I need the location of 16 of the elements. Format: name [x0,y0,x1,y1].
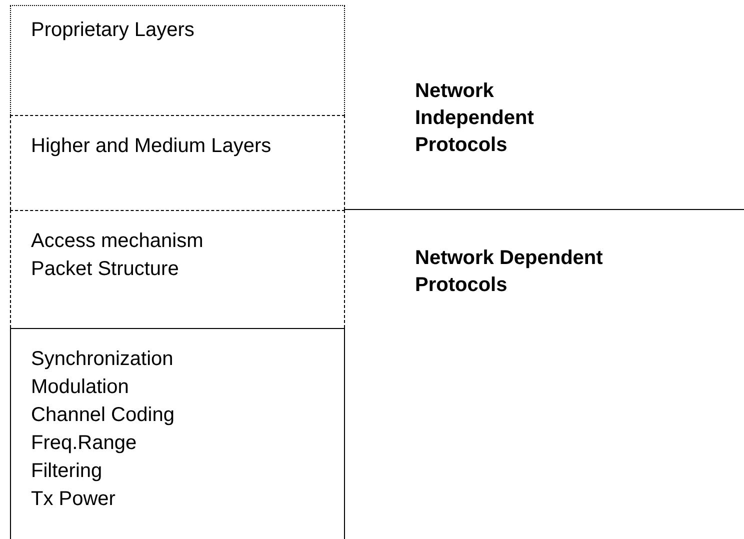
layer-box [10,5,345,115]
layer-text: Filtering [31,459,104,484]
layer-box [10,328,345,539]
group-label: Network Independent Protocols [415,79,535,158]
layer-text: Packet Structure [31,257,180,282]
layer-text: Proprietary Layers [31,18,196,43]
layer-text: Tx Power [31,487,116,512]
layer-text: Modulation [31,375,130,400]
group-label: Network Dependent Protocols [415,246,604,298]
layer-text: Synchronization [31,347,174,372]
layer-box [10,210,345,328]
layer-text: Channel Coding [31,403,176,428]
layer-box [10,115,345,210]
layer-text: Higher and Medium Layers [31,134,272,159]
layer-text: Access mechanism [31,229,204,254]
layer-text: Freq.Range [31,431,138,456]
